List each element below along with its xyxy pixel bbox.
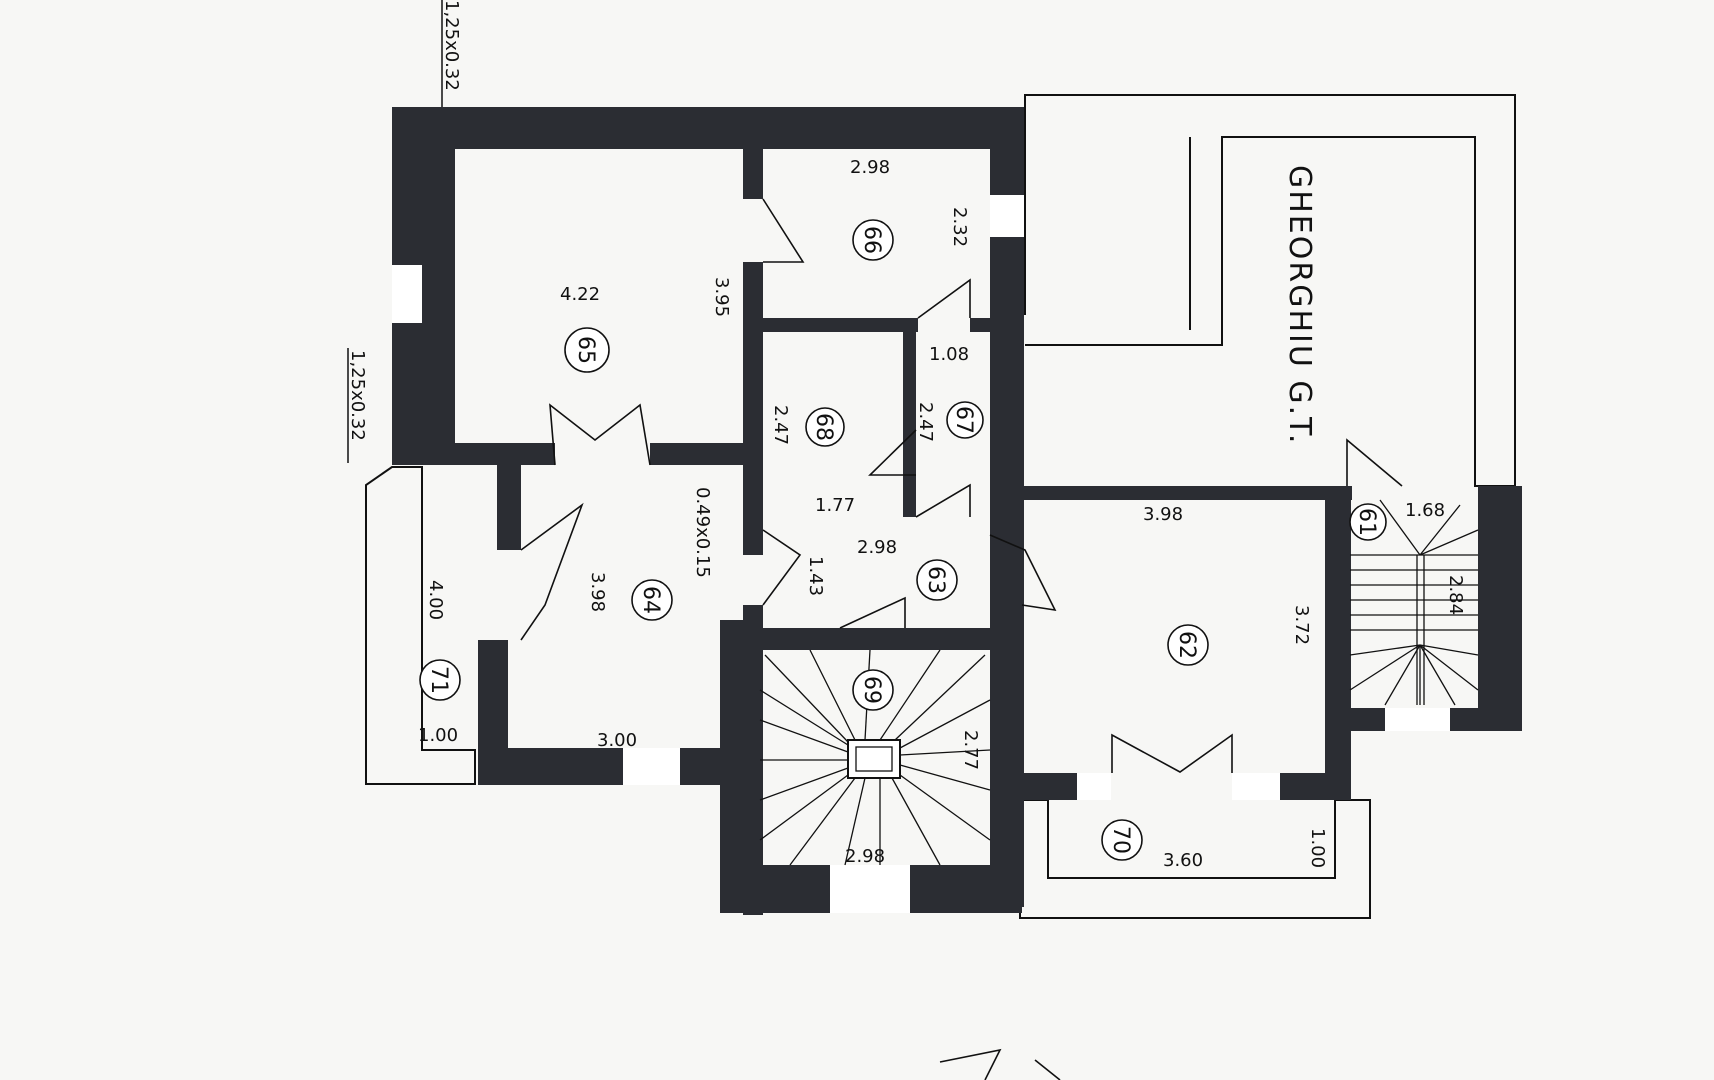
balcony-71-outline (365, 466, 476, 785)
dim-71-length: 4.00 (425, 580, 446, 620)
room-71: 71 (419, 659, 461, 701)
room-68: 68 (805, 407, 845, 447)
dim-70-depth: 1.00 (1307, 828, 1328, 868)
door-swings (520, 198, 1403, 773)
dim-67-length: 2.47 (915, 402, 936, 442)
dim-69-width: 2.98 (845, 846, 885, 867)
dim-64-width: 3.00 (597, 730, 637, 751)
room-66: 66 (852, 219, 894, 261)
neighbour-outline-outer (1024, 94, 1516, 487)
dim-63-width: 2.98 (857, 537, 897, 558)
room-62: 62 (1167, 624, 1209, 666)
svg-text:61: 61 (1354, 508, 1379, 536)
svg-text:66: 66 (859, 226, 884, 254)
dim-69-length: 2.77 (960, 730, 981, 770)
dim-67-width: 1.08 (929, 344, 969, 365)
dim-66-length: 2.32 (949, 207, 970, 247)
window-note-left: 1,25x0.32 (347, 350, 368, 441)
dimension-labels: 1.68 2.84 3.98 3.72 2.98 1.43 3.98 3.00 … (418, 157, 1466, 871)
svg-text:68: 68 (811, 413, 836, 441)
svg-text:62: 62 (1174, 631, 1199, 659)
svg-text:67: 67 (951, 406, 976, 434)
walls (392, 107, 1522, 915)
room-70: 70 (1101, 819, 1143, 861)
window-openings (392, 195, 1450, 913)
dim-66-width: 2.98 (850, 157, 890, 178)
window-note-inner: 0.49x0.15 (692, 487, 713, 578)
dim-68-width: 1.77 (815, 495, 855, 516)
svg-text:63: 63 (923, 566, 948, 594)
room-69: 69 (852, 669, 894, 711)
svg-text:69: 69 (859, 676, 884, 704)
room-63: 63 (916, 559, 958, 601)
svg-text:70: 70 (1108, 826, 1133, 854)
svg-text:64: 64 (638, 586, 663, 614)
dim-68-length: 2.47 (770, 405, 791, 445)
dim-61-length: 2.84 (1445, 575, 1466, 615)
room-65: 65 (564, 327, 610, 373)
svg-text:65: 65 (573, 336, 598, 364)
room-64: 64 (631, 579, 673, 621)
dim-61-width: 1.68 (1405, 500, 1445, 521)
dim-70-length: 3.60 (1163, 850, 1203, 871)
dim-62-length: 3.72 (1291, 605, 1312, 645)
owner-label: GHEORGHIU G.T. (1282, 165, 1317, 445)
bottom-stroke-marks (939, 1048, 1061, 1080)
dim-63-length: 1.43 (805, 556, 826, 596)
dim-62-width: 3.98 (1143, 504, 1183, 525)
dim-65-width: 4.22 (560, 284, 600, 305)
dim-65-length: 3.95 (711, 277, 732, 317)
room-67: 67 (946, 401, 984, 439)
dim-64-length: 3.98 (587, 572, 608, 612)
window-note-top: 1,25x0.32 (441, 0, 462, 91)
staircase-61 (1349, 499, 1479, 706)
svg-text:71: 71 (426, 666, 451, 694)
dim-71-width: 1.00 (418, 725, 458, 746)
room-61: 61 (1349, 503, 1387, 541)
